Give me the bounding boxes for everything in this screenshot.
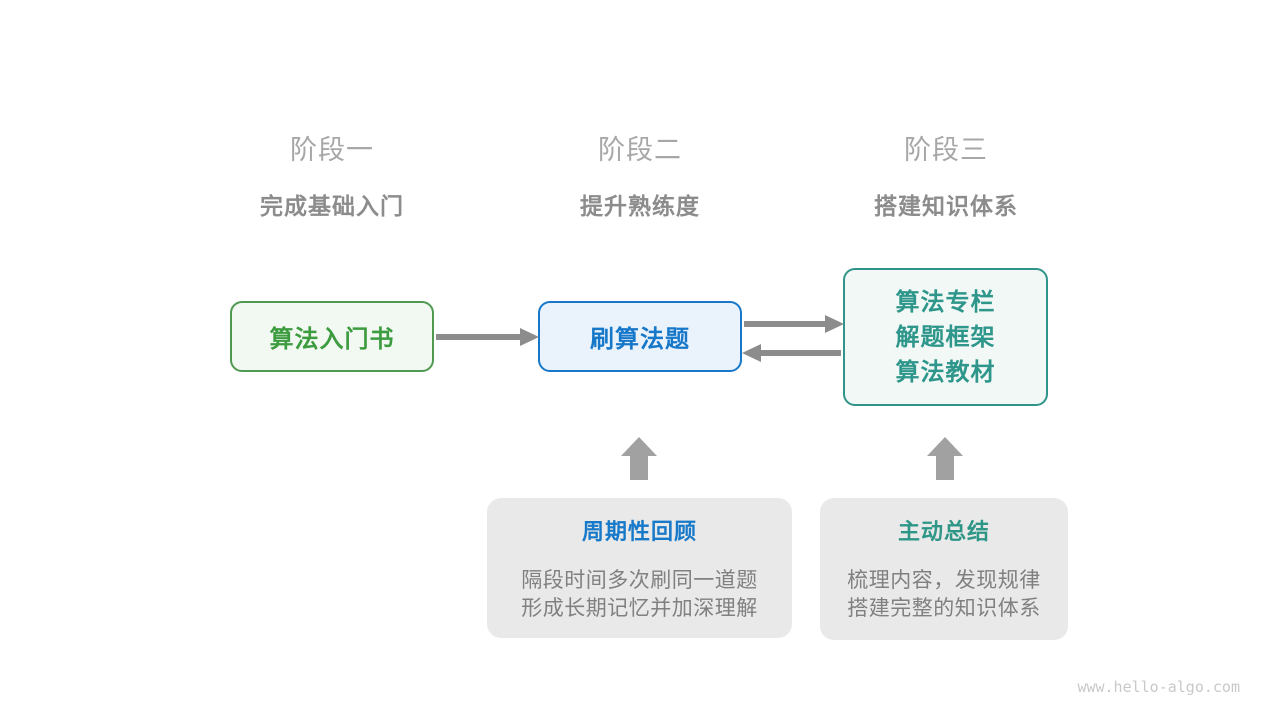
node-practice-problems-label: 刷算法题 — [590, 326, 690, 353]
stage-2-label: 阶段二 — [598, 135, 682, 165]
stage-1-label: 阶段一 — [290, 135, 374, 165]
left-arrow-icon — [742, 344, 841, 362]
watermark: www.hello-algo.com — [1077, 678, 1240, 696]
callout-active-summary-line-2: 搭建完整的知识体系 — [847, 597, 1041, 620]
node-practice-problems: 刷算法题 — [538, 301, 742, 372]
callout-periodic-review-line-2: 形成长期记忆并加深理解 — [521, 597, 758, 620]
node-knowledge-resources: 算法专栏 解题框架 算法教材 — [843, 268, 1048, 406]
callout-active-summary-title: 主动总结 — [897, 519, 990, 544]
stage-1-header: 阶段一 完成基础入门 — [260, 128, 404, 221]
callout-periodic-review: 周期性回顾 隔段时间多次刷同一道题 形成长期记忆并加深理解 — [487, 498, 792, 638]
stage-2-subtitle: 提升熟练度 — [580, 193, 700, 219]
node-knowledge-line-2: 解题框架 — [895, 323, 996, 351]
callout-active-summary: 主动总结 梳理内容，发现规律 搭建完整的知识体系 — [820, 498, 1068, 640]
callout-periodic-review-line-1: 隔段时间多次刷同一道题 — [521, 569, 758, 592]
callout-active-summary-body: 梳理内容，发现规律 搭建完整的知识体系 — [820, 567, 1068, 623]
right-arrow-icon — [744, 315, 844, 333]
up-arrow-icon — [927, 437, 963, 480]
stage-2-header: 阶段二 提升熟练度 — [580, 128, 700, 221]
callout-periodic-review-body: 隔段时间多次刷同一道题 形成长期记忆并加深理解 — [487, 567, 792, 623]
stage-3-label: 阶段三 — [904, 135, 988, 165]
up-arrow-icon — [621, 437, 657, 480]
callout-active-summary-line-1: 梳理内容，发现规律 — [847, 569, 1041, 592]
node-knowledge-line-3: 算法教材 — [895, 358, 996, 386]
stage-1-subtitle: 完成基础入门 — [260, 193, 404, 219]
stage-3-header: 阶段三 搭建知识体系 — [874, 128, 1018, 221]
stage-3-subtitle: 搭建知识体系 — [874, 193, 1018, 219]
node-intro-book-label: 算法入门书 — [269, 326, 395, 353]
callout-periodic-review-title: 周期性回顾 — [581, 519, 697, 544]
node-knowledge-line-1: 算法专栏 — [895, 288, 996, 316]
right-arrow-icon — [436, 328, 539, 346]
node-intro-book: 算法入门书 — [230, 301, 434, 372]
